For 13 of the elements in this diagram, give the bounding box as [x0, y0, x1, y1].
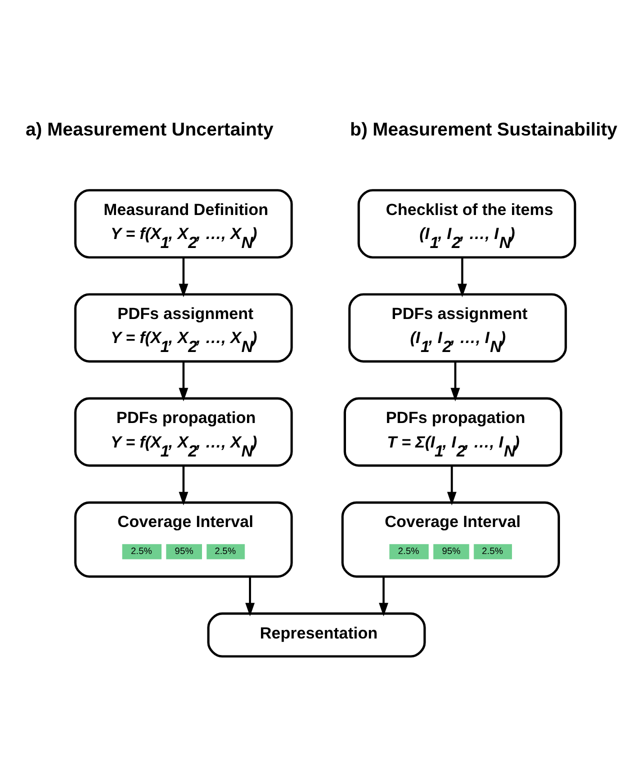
node-box: Representation [207, 612, 426, 658]
arrow [458, 257, 467, 297]
node-box: Coverage Interval 2.5% 95% 2.5% [74, 500, 293, 578]
arrow [178, 465, 188, 505]
arrow [178, 257, 188, 297]
label: a) Measurement Uncertainty [26, 118, 274, 140]
arrow [178, 362, 188, 401]
arrow [245, 576, 255, 616]
node-box: Coverage Interval 2.5% 95% 2.5% [341, 500, 560, 578]
arrow [447, 465, 457, 505]
arrow [378, 576, 388, 616]
arrow [450, 362, 460, 401]
label: b) Measurement Sustainability [350, 118, 618, 140]
